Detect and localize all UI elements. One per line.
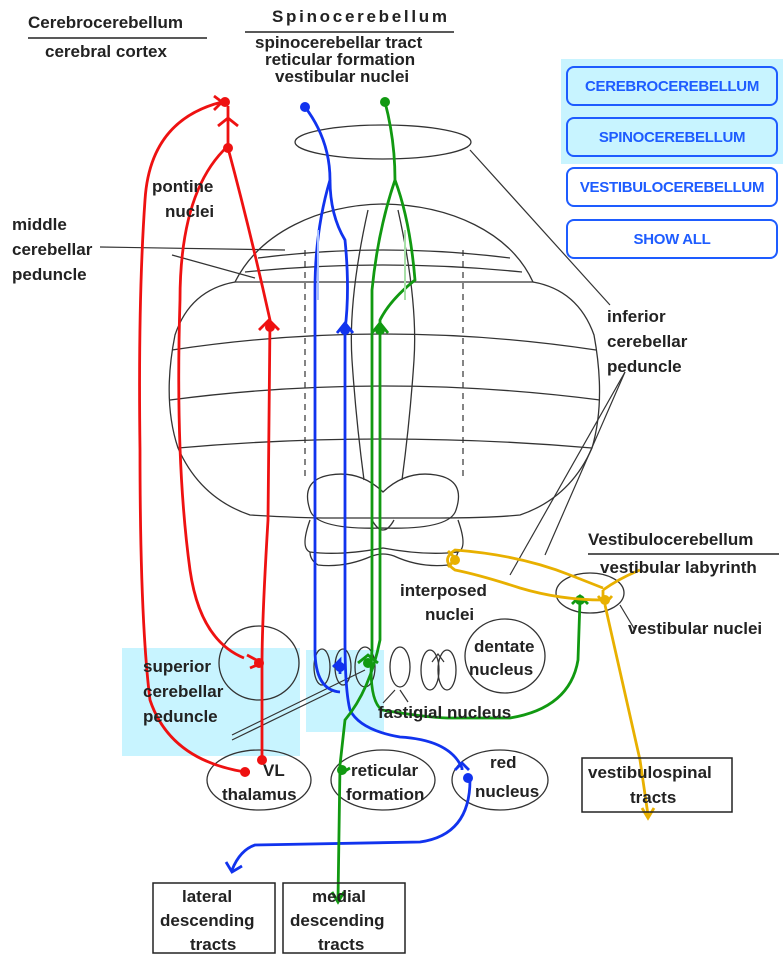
lateral-text-3: tracts: [190, 935, 236, 954]
icp-label-3: peduncle: [607, 357, 682, 376]
mcp-label-2: cerebellar: [12, 240, 93, 259]
cerebro-source: cerebral cortex: [45, 42, 167, 61]
mcp-label-3: peduncle: [12, 265, 87, 284]
medial-text-1: medial: [312, 887, 366, 906]
icp-label-2: cerebellar: [607, 332, 688, 351]
cerebellum-outline: [169, 125, 600, 566]
red-label-1: red: [490, 753, 516, 772]
cerebrocerebellum-button[interactable]: CEREBROCEREBELLUM: [566, 66, 778, 106]
dentate-nucleus-right: [438, 650, 456, 690]
show-all-button[interactable]: SHOW ALL: [566, 219, 778, 259]
scp-label-1: superior: [143, 657, 211, 676]
spino-green-pathway: [332, 102, 588, 902]
spino-title: Spinocerebellum: [272, 7, 447, 26]
dentate-label-1: dentate: [474, 637, 534, 656]
interposed-label-1: interposed: [400, 581, 487, 600]
vestibulocerebellum-button[interactable]: VESTIBULOCEREBELLUM: [566, 167, 778, 207]
fastigial-label: fastigial nucleus: [378, 703, 511, 722]
vestibulospinal-text-2: tracts: [630, 788, 676, 807]
interposed-nucleus-right: [390, 647, 410, 687]
vl-label-2: thalamus: [222, 785, 297, 804]
brainstem-top-ellipse: [295, 125, 471, 159]
dentate-label-2: nucleus: [469, 660, 533, 679]
cerebro-title: Cerebrocerebellum: [28, 13, 183, 32]
lateral-text-1: lateral: [182, 887, 232, 906]
vestibulospinal-text-1: vestibulospinal: [588, 763, 712, 782]
vl-label-1: VL: [263, 761, 285, 780]
dentate-nucleus-ring: [465, 619, 545, 693]
pontine-label-2: nuclei: [165, 202, 214, 221]
icp-label-1: inferior: [607, 307, 666, 326]
scp-label-2: cerebellar: [143, 682, 224, 701]
vestibular-nuclei-label: vestibular nuclei: [628, 619, 762, 638]
vestibulo-title: Vestibulocerebellum: [588, 530, 753, 549]
pontine-label-1: pontine: [152, 177, 213, 196]
reticular-label-1: reticular: [351, 761, 418, 780]
vestibulo-source: vestibular labyrinth: [600, 558, 757, 577]
medial-text-3: tracts: [318, 935, 364, 954]
spino-source-3: vestibular nuclei: [275, 67, 409, 86]
lateral-text-2: descending: [160, 911, 254, 930]
spinocerebellum-button[interactable]: SPINOCEREBELLUM: [566, 117, 778, 157]
mcp-label-1: middle: [12, 215, 67, 234]
medial-text-2: descending: [290, 911, 384, 930]
scp-label-3: peduncle: [143, 707, 218, 726]
interposed-label-2: nuclei: [425, 605, 474, 624]
vestibular-nuclei-ellipse: [556, 573, 624, 613]
red-label-2: nucleus: [475, 782, 539, 801]
reticular-label-2: formation: [346, 785, 424, 804]
peduncle-dashes: [305, 250, 463, 480]
